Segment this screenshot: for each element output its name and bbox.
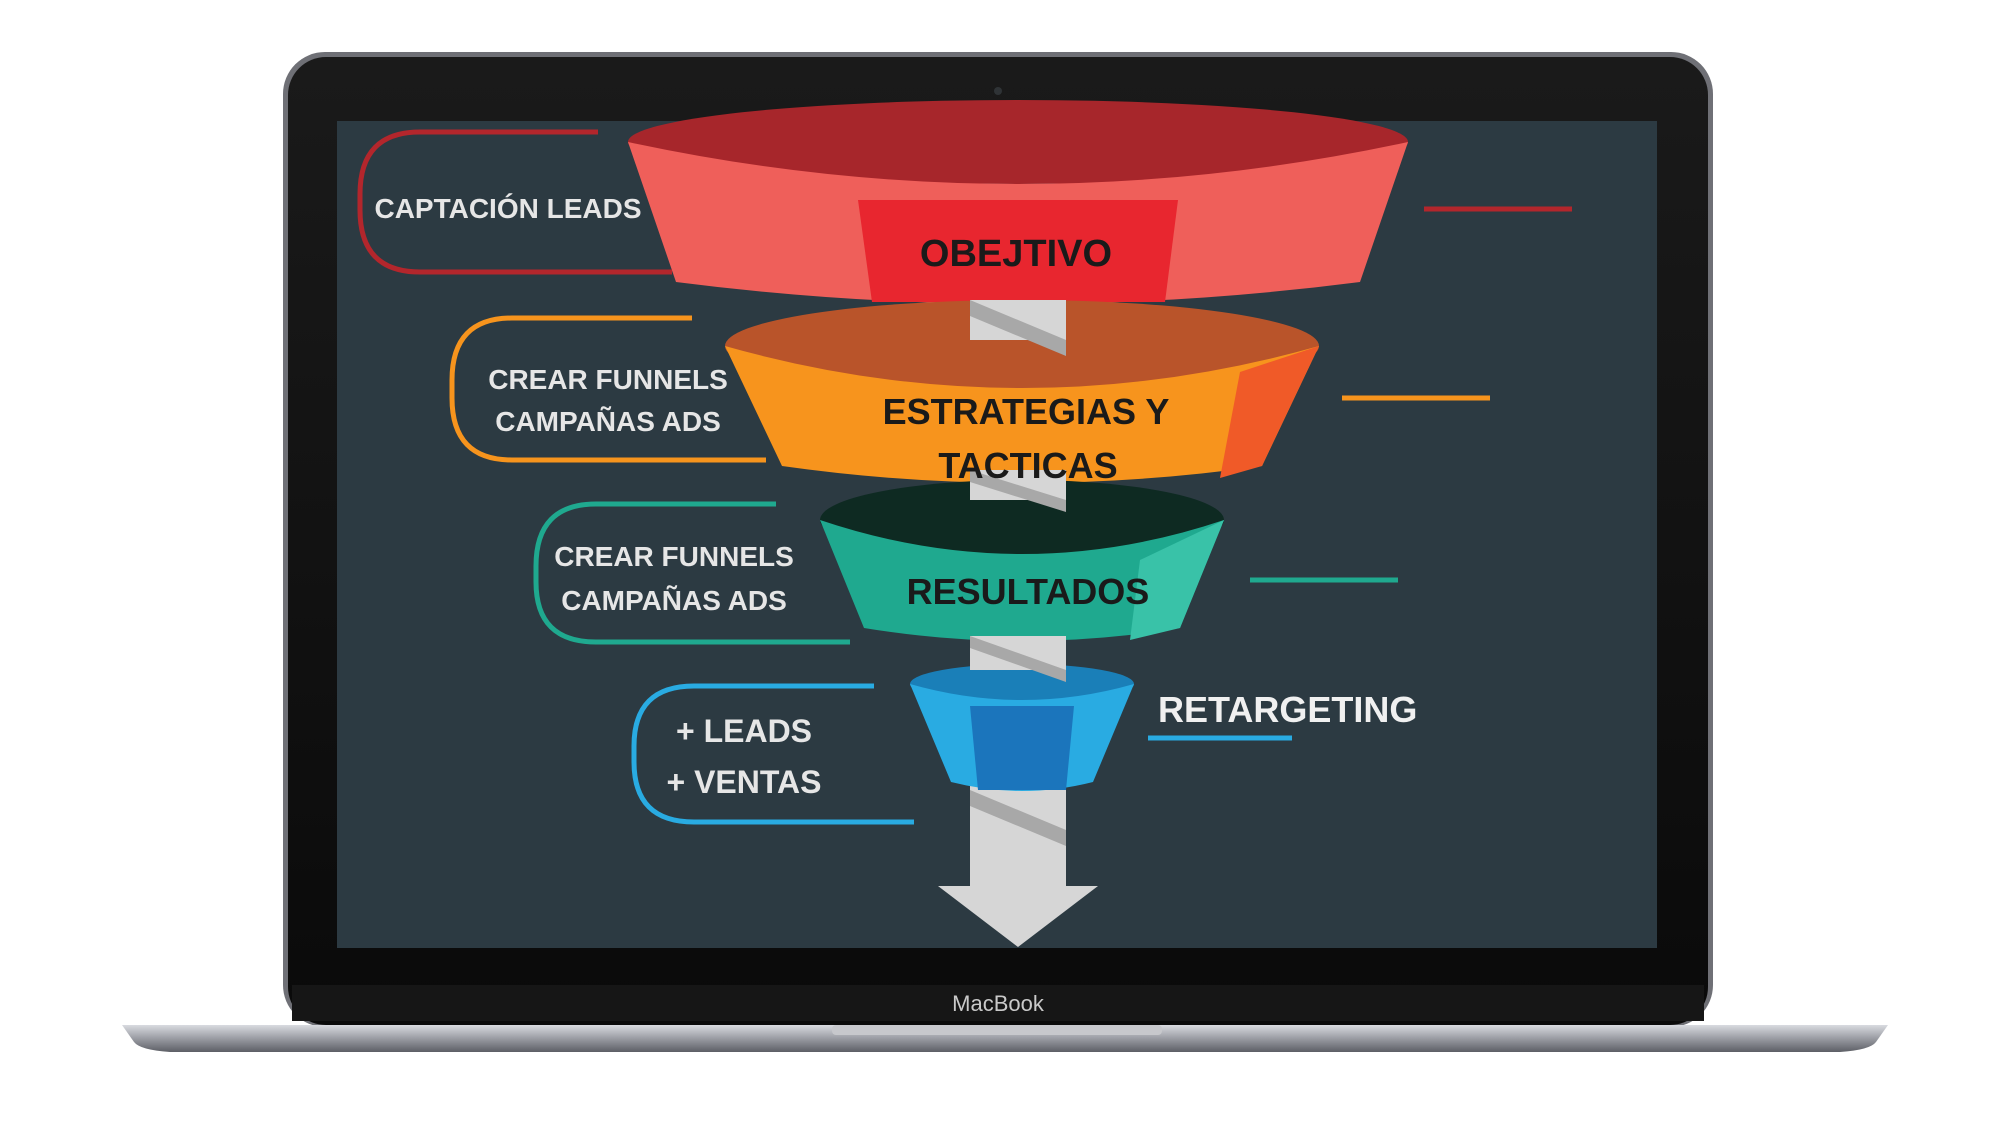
retargeting-label: RETARGETING <box>1158 689 1417 730</box>
callout-captacion: CAPTACIÓN LEADS <box>357 129 672 275</box>
arrow-shadow-1 <box>970 300 1066 356</box>
callout-ventas-line: + VENTAS <box>667 764 822 800</box>
arrow-shadow-2 <box>970 470 1066 512</box>
funnel-stage-strategies <box>725 300 1319 483</box>
callout-crear-funnels-2-line1: CREAR FUNNELS <box>554 541 794 572</box>
arrow-shadow-4 <box>970 790 1066 846</box>
laptop-chin <box>292 985 1704 1021</box>
funnel-stage-results <box>820 480 1224 641</box>
camera-dot <box>994 87 1002 95</box>
funnel-stage-retargeting <box>910 664 1134 791</box>
stage-label-strategies-line1: ESTRATEGIAS Y <box>883 391 1170 432</box>
laptop-notch <box>832 1025 1162 1035</box>
brand-label: MacBook <box>952 991 1045 1016</box>
callout-leads-line: + LEADS <box>676 713 812 749</box>
callout-crear-funnels-2-line2: CAMPAÑAS ADS <box>561 585 787 616</box>
stage-label-objective: OBEJTIVO <box>920 233 1112 275</box>
callout-captacion-text: CAPTACIÓN LEADS <box>374 193 641 224</box>
callout-leads-ventas: + LEADS + VENTAS <box>631 683 914 825</box>
arrow-shadow-3 <box>970 636 1066 682</box>
funnel-diagram: OBEJTIVO ESTRATEGIAS Y TACTICAS RESULTAD… <box>357 100 1572 947</box>
callout-crear-funnels-1: CREAR FUNNELS CAMPAÑAS ADS <box>449 315 766 463</box>
stage-label-strategies-line2: TACTICAS <box>938 445 1117 486</box>
callout-crear-funnels-1-line1: CREAR FUNNELS <box>488 364 728 395</box>
stage-label-results: RESULTADOS <box>907 571 1150 612</box>
laptop-base <box>122 1025 1888 1052</box>
callout-crear-funnels-1-line2: CAMPAÑAS ADS <box>495 406 721 437</box>
callout-crear-funnels-2: CREAR FUNNELS CAMPAÑAS ADS <box>533 501 850 645</box>
funnel-stage-objective <box>628 100 1408 304</box>
